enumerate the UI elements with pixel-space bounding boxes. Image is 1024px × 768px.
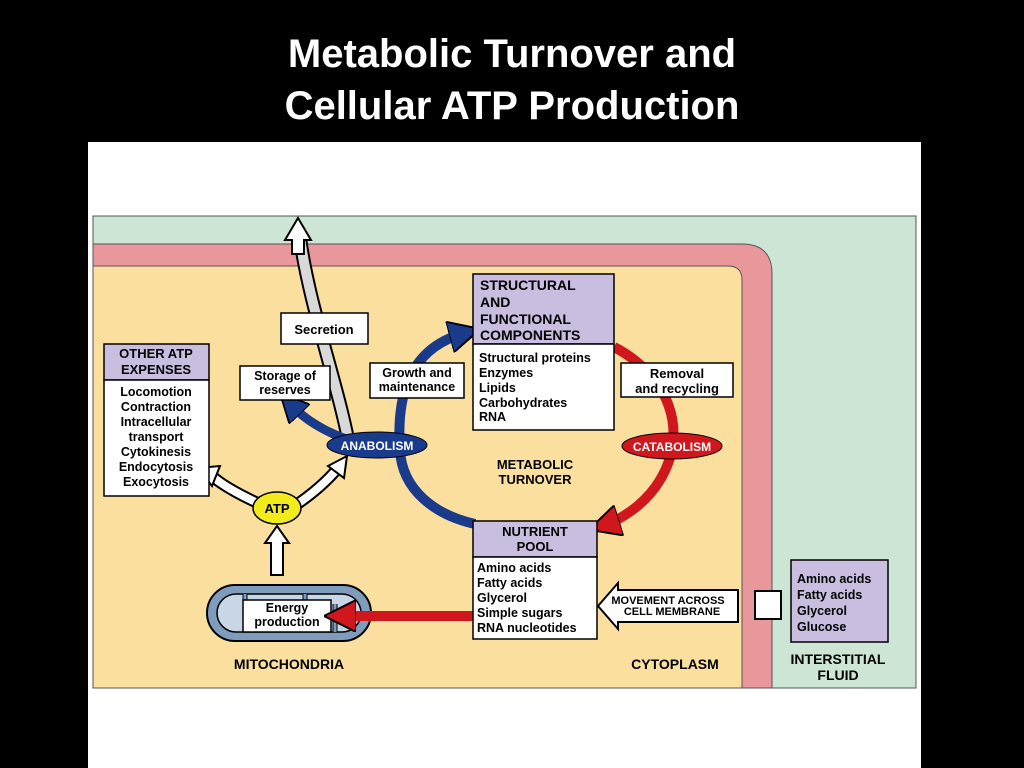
interstitial-nutrients-box [790, 559, 889, 643]
other-atp-item: Locomotion [120, 385, 192, 399]
structural-header-1: STRUCTURAL [480, 277, 576, 293]
structural-header-4: COMPONENTS [480, 327, 580, 343]
title-line-2: Cellular ATP Production [284, 84, 740, 128]
secretion-arrow-fill [295, 237, 355, 451]
mitochondria-label: MITOCHONDRIA [234, 656, 344, 672]
removal-box [620, 362, 734, 398]
growth-label-1: Growth and [382, 366, 451, 380]
title-line-1: Metabolic Turnover and [287, 32, 737, 76]
storage-label-1: Storage of [254, 369, 317, 383]
atp-label: ATP [264, 501, 289, 516]
energy-label-1: Energy [266, 601, 308, 615]
slide-title: Metabolic Turnover and Cellular ATP Prod… [0, 28, 1024, 132]
nutrient-item: Simple sugars [477, 606, 562, 620]
atp-ellipse [252, 491, 302, 525]
movement-label-2: CELL MEMBRANE [624, 606, 720, 618]
catabolism-ellipse [621, 432, 723, 460]
membrane-transporter [754, 590, 782, 620]
interstitial-item: Fatty acids [797, 588, 862, 602]
other-atp-item: Cytokinesis [121, 445, 191, 459]
interstitial-fluid-label-2: FLUID [817, 667, 858, 683]
structural-box-body [472, 343, 615, 431]
metabolic-turnover-label-1: METABOLIC [497, 457, 574, 472]
other-atp-header-2: EXPENSES [121, 362, 191, 377]
interstitial-item: Glycerol [797, 604, 847, 618]
structural-item: Lipids [479, 381, 516, 395]
movement-label-1: MOVEMENT ACROSS [611, 595, 724, 607]
anabolism-arrow-bottom [395, 449, 477, 529]
storage-label-2: reserves [259, 383, 310, 397]
structural-header-2: AND [480, 294, 510, 310]
interstitial-item: Amino acids [797, 572, 871, 586]
nutrient-header-2: POOL [517, 539, 554, 554]
other-atp-item: transport [129, 430, 185, 444]
structural-box-header [472, 273, 615, 345]
removal-label-1: Removal [650, 366, 704, 381]
other-atp-item: Exocytosis [123, 475, 189, 489]
interstitial-item: Glucose [797, 620, 846, 634]
secretion-arrowhead [283, 216, 313, 255]
structural-header-3: FUNCTIONAL [480, 311, 571, 327]
structural-item: Carbohydrates [479, 396, 567, 410]
structural-item: RNA [479, 410, 506, 424]
growth-label-2: maintenance [379, 380, 455, 394]
catabolism-label: CATABOLISM [633, 440, 711, 454]
secretion-label: Secretion [294, 322, 353, 337]
other-atp-body [103, 379, 210, 497]
nutrient-header-1: NUTRIENT [502, 524, 568, 539]
energy-label-2: production [254, 615, 319, 629]
metabolic-turnover-label-2: TURNOVER [499, 472, 573, 487]
nutrient-item: Glycerol [477, 591, 527, 605]
nutrient-box-body [472, 556, 598, 640]
growth-box [369, 362, 465, 399]
other-atp-item: Intracellular [121, 415, 192, 429]
removal-label-2: and recycling [635, 381, 719, 396]
anabolism-label: ANABOLISM [341, 439, 414, 453]
storage-box [239, 365, 331, 401]
other-atp-item: Endocytosis [119, 460, 193, 474]
structural-item: Structural proteins [479, 351, 591, 365]
cytoplasm-label: CYTOPLASM [631, 656, 719, 672]
atp-to-anabolism-head [326, 454, 349, 480]
nutrient-item: RNA nucleotides [477, 621, 577, 635]
secretion-box [280, 312, 369, 345]
nutrient-box-header [472, 520, 598, 558]
nutrient-item: Amino acids [477, 561, 551, 575]
mito-to-atp-arrow [263, 524, 291, 576]
energy-production-label-box [242, 599, 332, 633]
interstitial-fluid-label-1: INTERSTITIAL [791, 651, 886, 667]
nutrient-item: Fatty acids [477, 576, 542, 590]
structural-item: Enzymes [479, 366, 533, 380]
other-atp-item: Contraction [121, 400, 191, 414]
movement-arrow [596, 580, 739, 632]
other-atp-header [103, 343, 210, 381]
other-atp-header-1: OTHER ATP [119, 346, 193, 361]
anabolism-ellipse [326, 431, 428, 459]
